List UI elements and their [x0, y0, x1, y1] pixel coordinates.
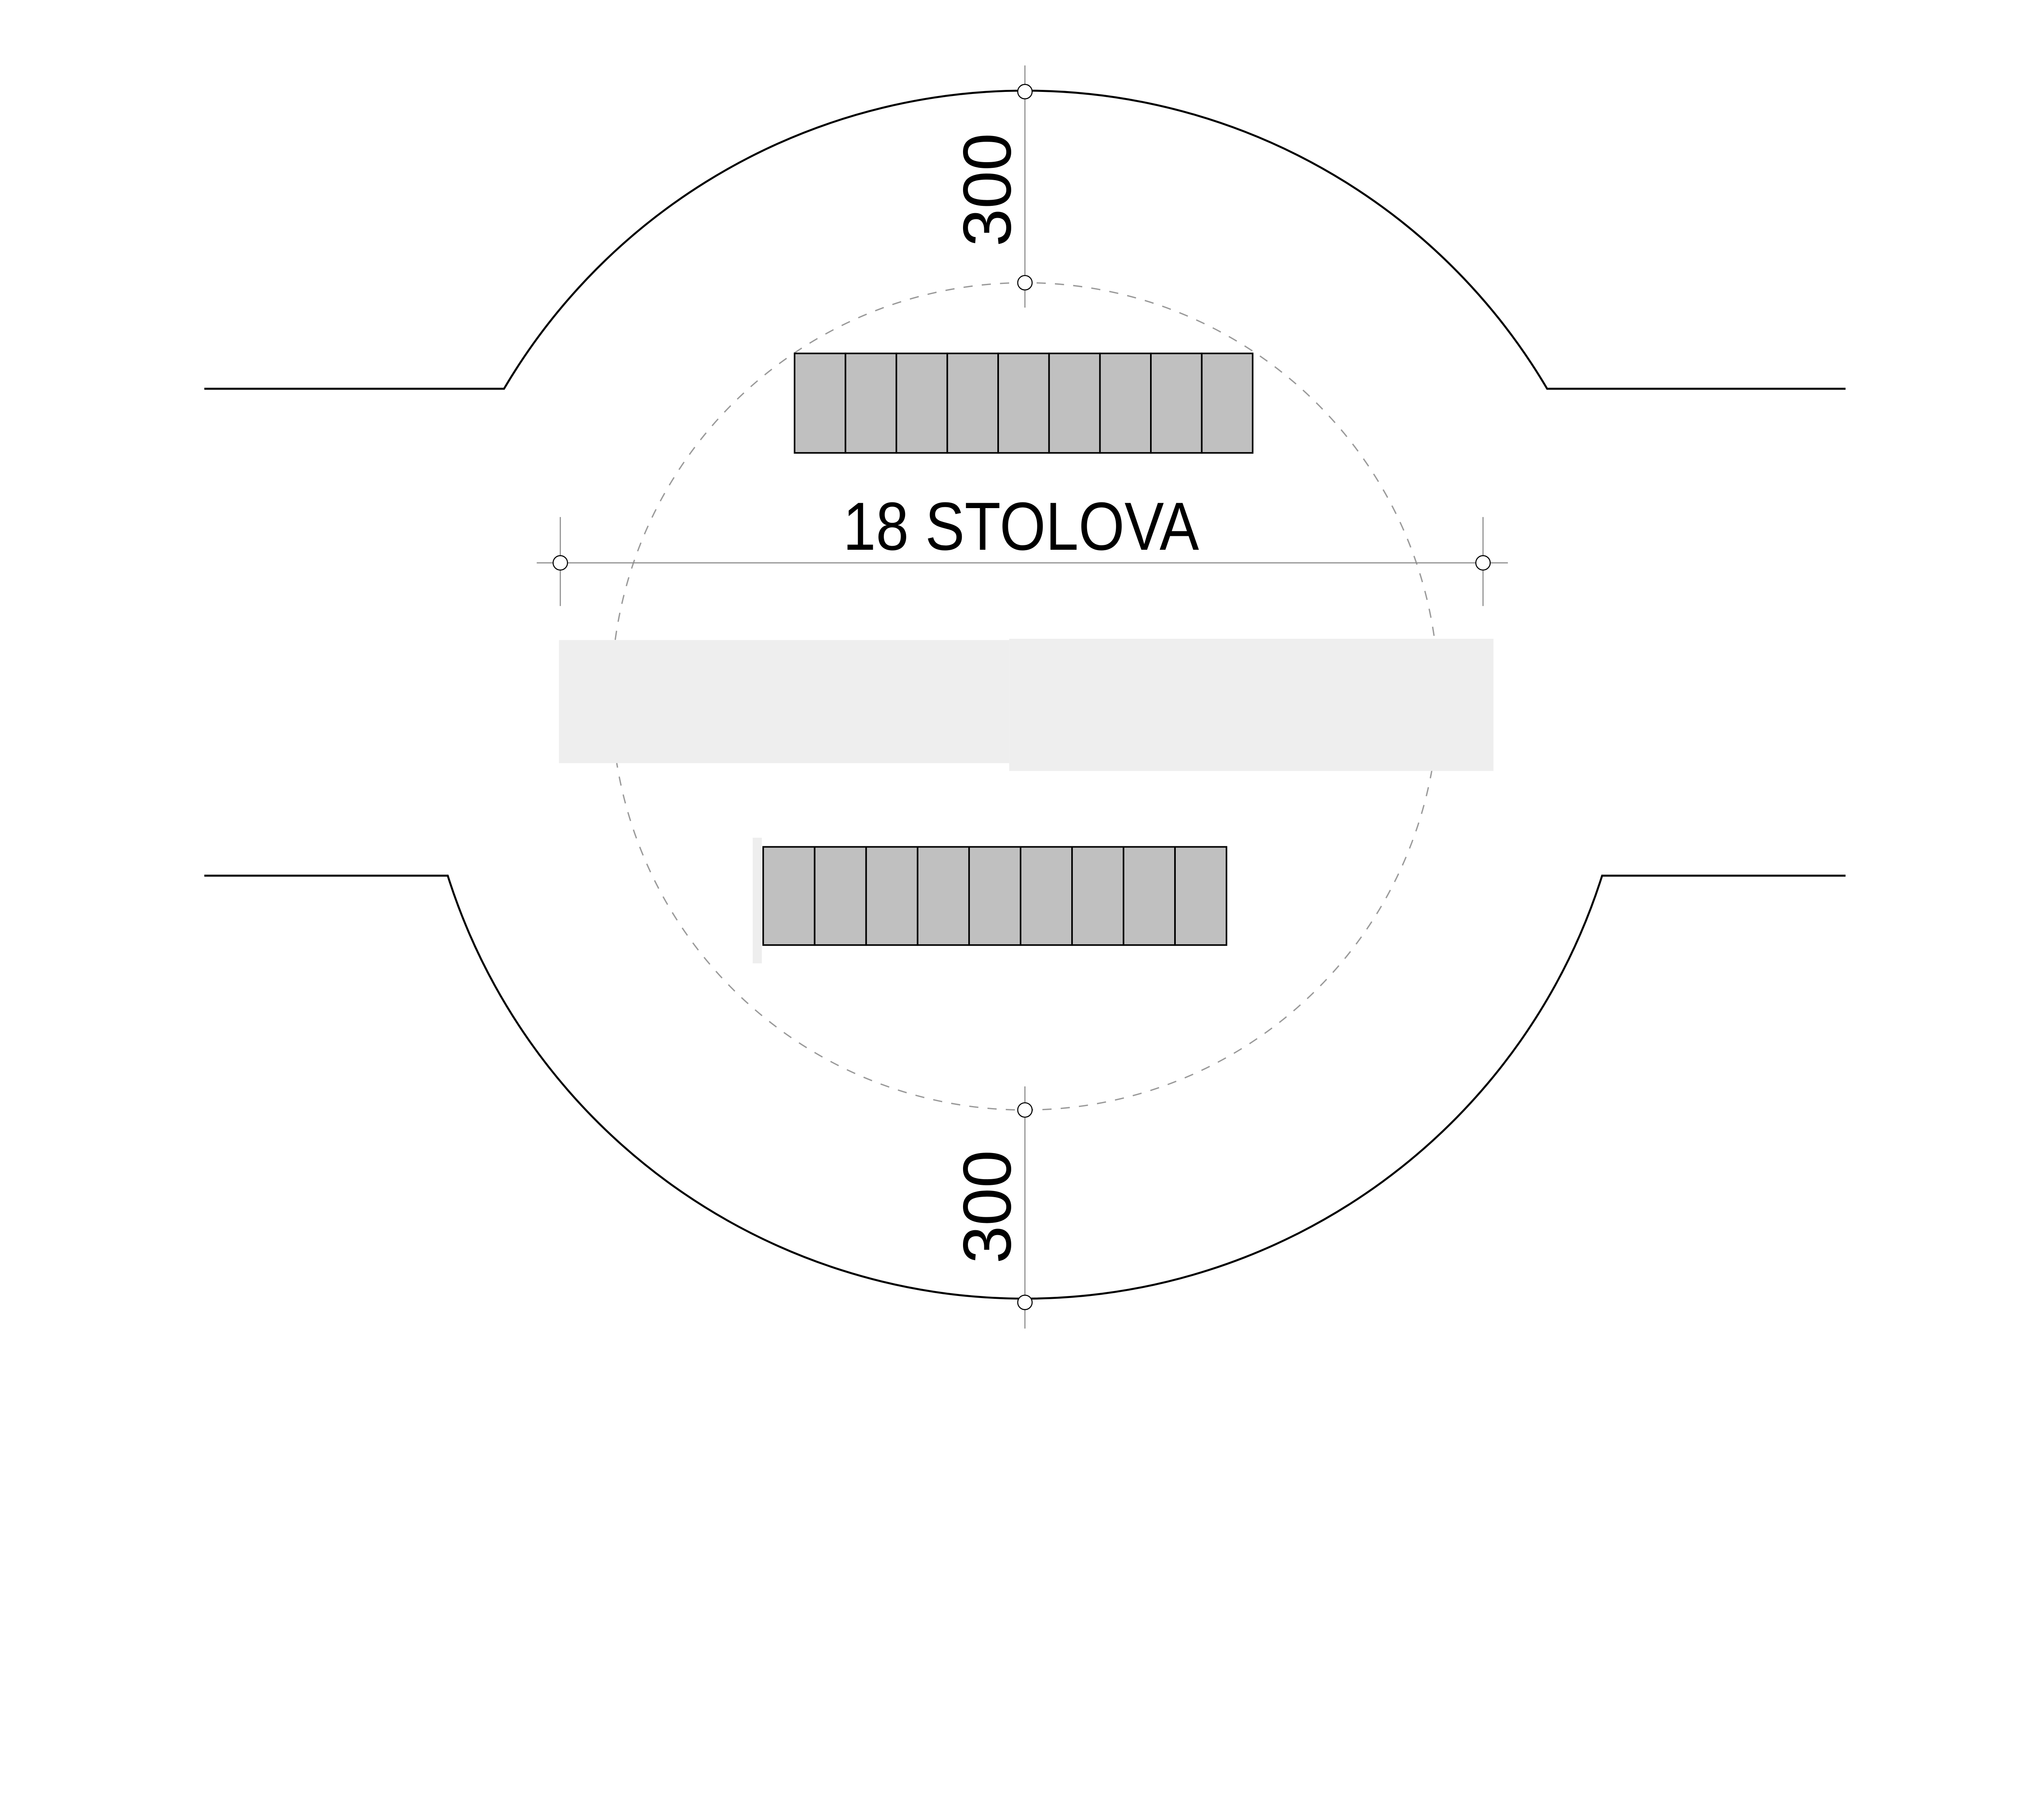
- dimension-label-top: 300: [949, 133, 1025, 247]
- table: [1071, 846, 1124, 946]
- table: [762, 846, 816, 946]
- table: [1020, 846, 1073, 946]
- table: [946, 352, 999, 454]
- table: [968, 846, 1021, 946]
- block-edge: [753, 838, 762, 964]
- table-row-top: [794, 352, 1254, 454]
- table: [895, 352, 948, 454]
- table: [1150, 352, 1203, 454]
- table: [845, 352, 897, 454]
- table: [814, 846, 867, 946]
- table: [916, 846, 970, 946]
- table: [1123, 846, 1176, 946]
- table: [997, 352, 1050, 454]
- dimension-label-bottom: 300: [949, 1150, 1025, 1264]
- table: [794, 352, 847, 454]
- table: [1201, 352, 1254, 454]
- block-left: [559, 640, 1010, 763]
- table: [1174, 846, 1228, 946]
- seating-plan: 300 300 18 STOLOVA: [204, 65, 1846, 1329]
- dimension-vertical-top: [1017, 65, 1033, 308]
- table: [1099, 352, 1152, 454]
- table-row-bottom: [762, 846, 1228, 946]
- dimension-horizontal: [537, 517, 1508, 606]
- block-right: [1009, 638, 1494, 771]
- table: [865, 846, 918, 946]
- table-count-label: 18 STOLOVA: [843, 488, 1199, 564]
- dimension-vertical-bottom: [1017, 1086, 1033, 1329]
- table: [1048, 352, 1101, 454]
